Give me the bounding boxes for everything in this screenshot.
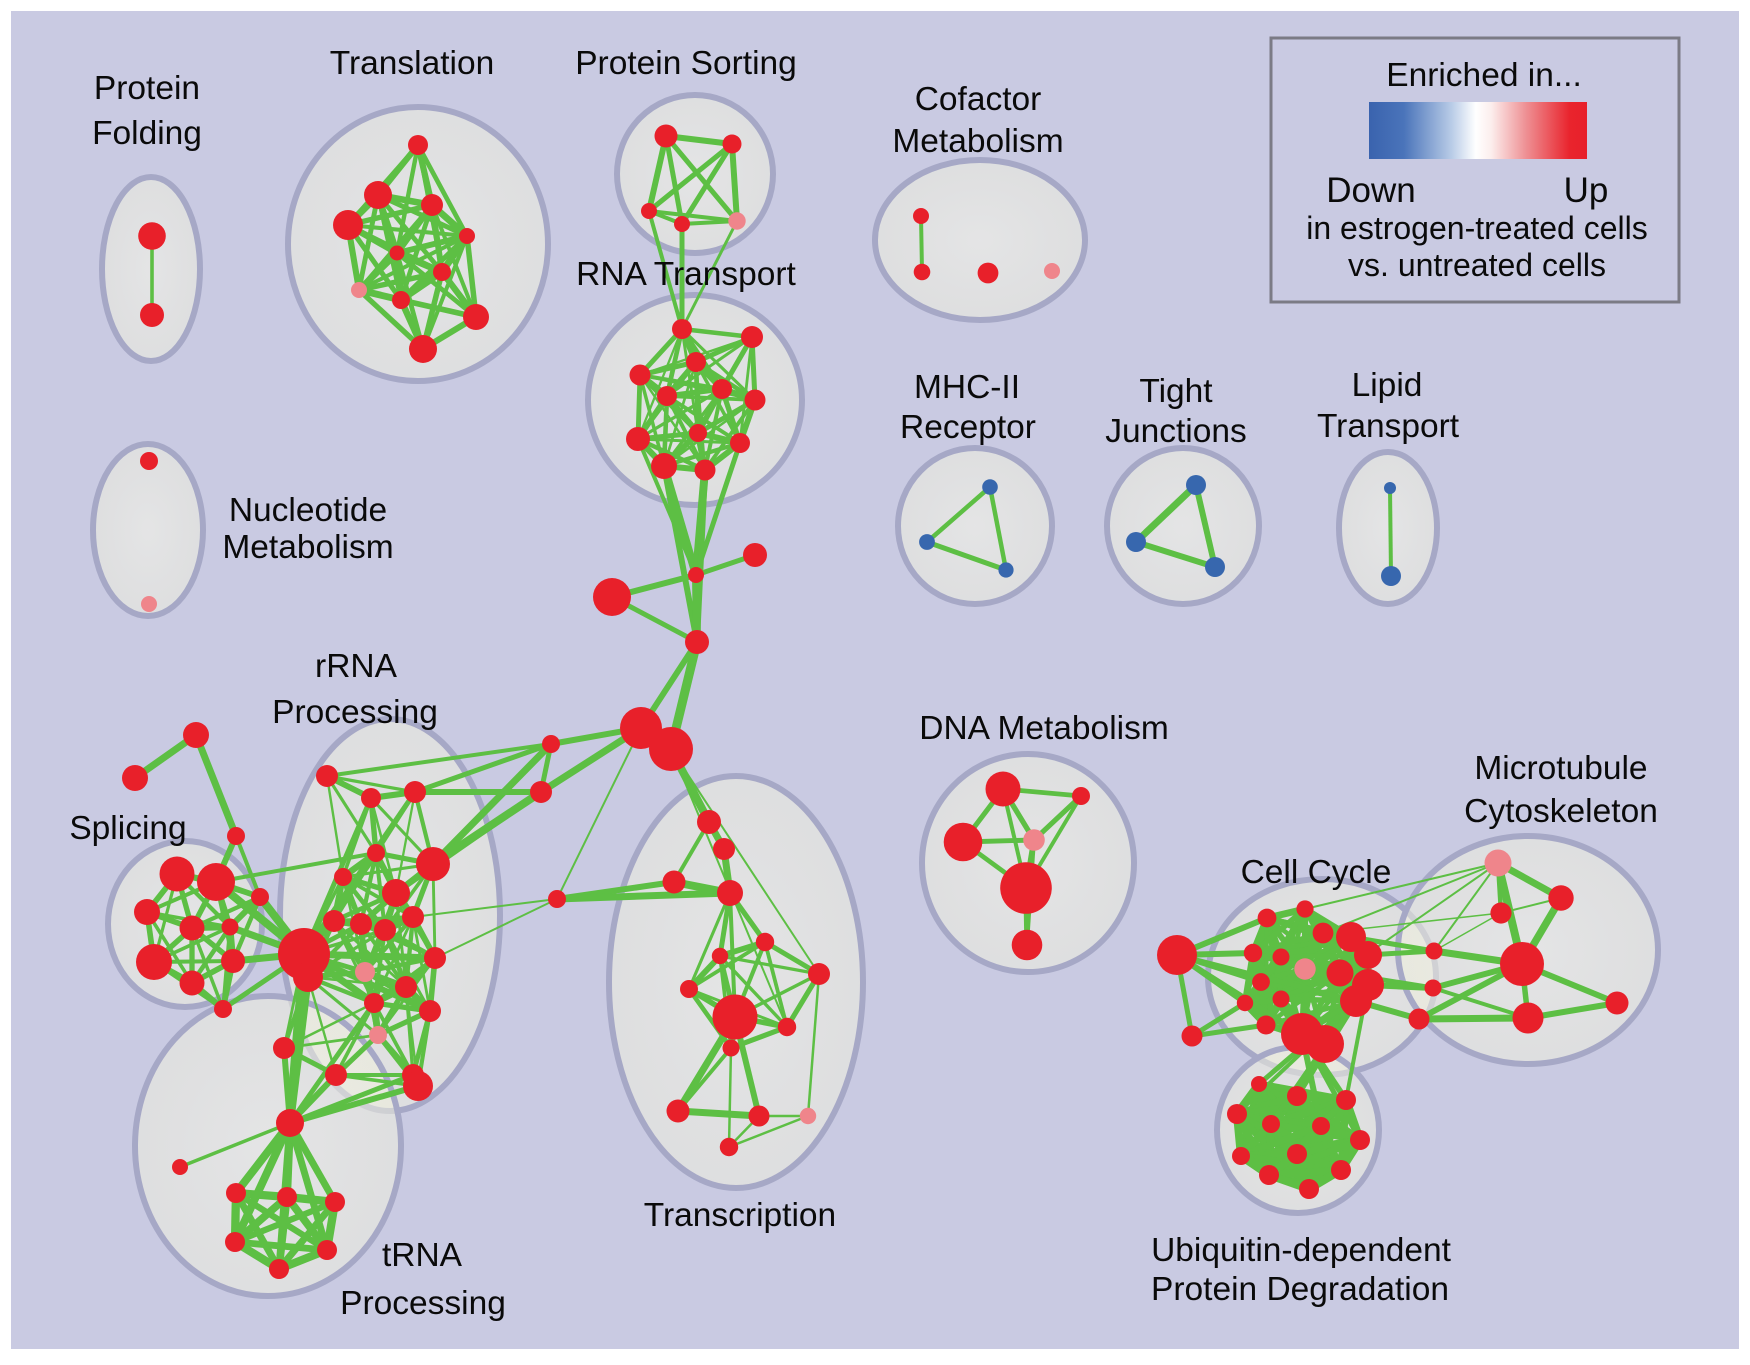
svg-text:tRNA: tRNA bbox=[382, 1237, 463, 1274]
svg-text:vs. untreated cells: vs. untreated cells bbox=[1348, 247, 1606, 283]
svg-text:Translation: Translation bbox=[330, 45, 494, 82]
svg-text:DNA Metabolism: DNA Metabolism bbox=[919, 710, 1168, 747]
svg-text:Processing: Processing bbox=[340, 1285, 506, 1322]
svg-text:Ubiquitin-dependent: Ubiquitin-dependent bbox=[1151, 1232, 1452, 1269]
svg-text:Processing: Processing bbox=[272, 694, 438, 731]
svg-text:Cytoskeleton: Cytoskeleton bbox=[1464, 793, 1658, 830]
svg-text:Metabolism: Metabolism bbox=[222, 529, 393, 566]
svg-text:Protein Degradation: Protein Degradation bbox=[1151, 1271, 1449, 1308]
svg-text:Metabolism: Metabolism bbox=[892, 123, 1063, 160]
svg-text:MHC-II: MHC-II bbox=[914, 369, 1020, 406]
svg-text:Folding: Folding bbox=[92, 115, 202, 152]
svg-text:Transport: Transport bbox=[1317, 408, 1460, 445]
svg-text:Cofactor: Cofactor bbox=[915, 81, 1042, 118]
svg-text:Tight: Tight bbox=[1139, 373, 1213, 410]
svg-text:Transcription: Transcription bbox=[644, 1197, 836, 1234]
svg-text:Splicing: Splicing bbox=[69, 810, 186, 847]
svg-text:Nucleotide: Nucleotide bbox=[229, 492, 387, 529]
svg-text:Protein: Protein bbox=[94, 70, 200, 107]
svg-text:Cell Cycle: Cell Cycle bbox=[1241, 854, 1392, 891]
svg-text:rRNA: rRNA bbox=[315, 648, 398, 685]
svg-text:Up: Up bbox=[1564, 171, 1609, 210]
svg-text:Protein Sorting: Protein Sorting bbox=[575, 45, 797, 82]
svg-text:Junctions: Junctions bbox=[1105, 413, 1247, 450]
svg-text:Microtubule: Microtubule bbox=[1474, 750, 1647, 787]
svg-text:Enriched in...: Enriched in... bbox=[1386, 57, 1582, 94]
svg-text:Lipid: Lipid bbox=[1352, 367, 1423, 404]
svg-text:Down: Down bbox=[1326, 171, 1415, 210]
svg-text:Receptor: Receptor bbox=[900, 409, 1036, 446]
svg-text:RNA Transport: RNA Transport bbox=[576, 256, 796, 293]
svg-text:in estrogen-treated cells: in estrogen-treated cells bbox=[1306, 210, 1648, 246]
